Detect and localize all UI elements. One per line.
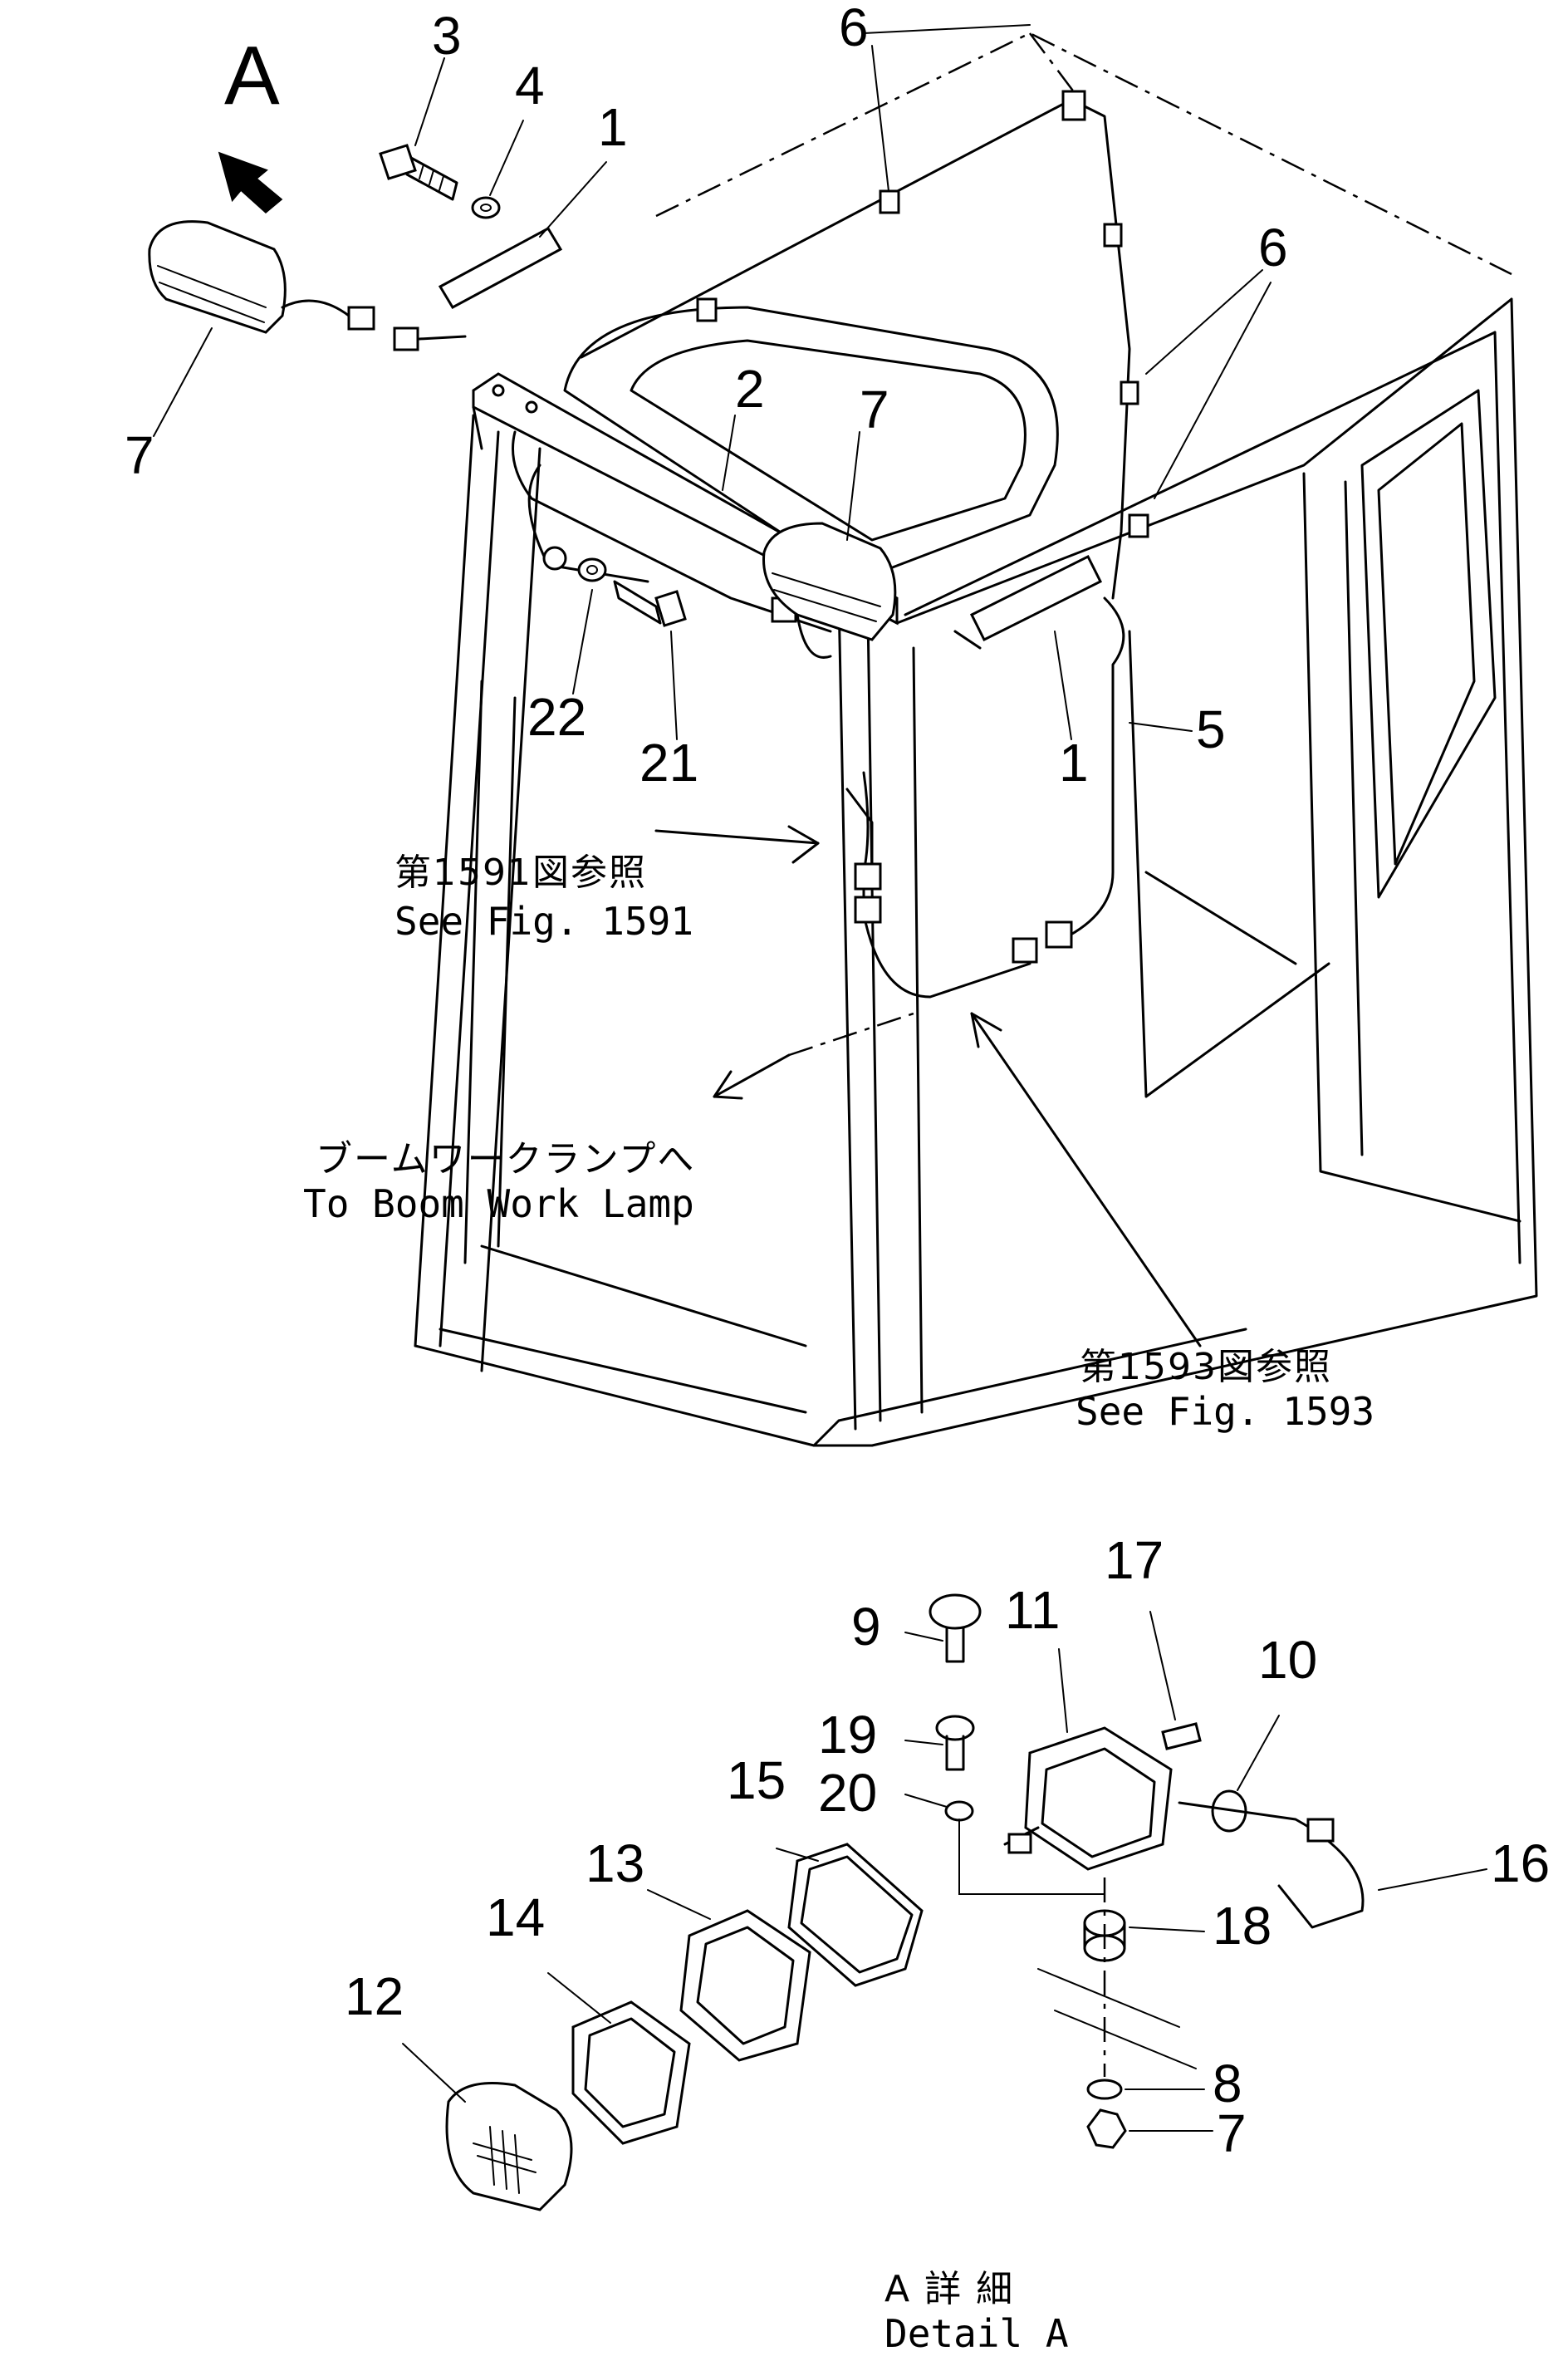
callout-1-top: 1 bbox=[598, 97, 628, 157]
note-fig1593-en: See Fig. 1593 bbox=[1076, 1389, 1374, 1434]
work-lamp-right bbox=[762, 522, 897, 659]
callout-16: 16 bbox=[1491, 1833, 1550, 1893]
callout-13: 13 bbox=[586, 1833, 644, 1893]
callout-6-top: 6 bbox=[839, 0, 869, 57]
view-arrow bbox=[218, 151, 283, 214]
mount-bracket-upper bbox=[438, 227, 563, 309]
callout-7-right: 7 bbox=[860, 380, 889, 439]
callout-15: 15 bbox=[727, 1750, 786, 1810]
callout-4: 4 bbox=[515, 56, 545, 115]
callout-11: 11 bbox=[1005, 1580, 1060, 1640]
callout-19: 19 bbox=[818, 1705, 877, 1765]
detail-a-caption-jp: A 詳 細 bbox=[884, 2268, 1014, 2310]
note-fig1591-jp: 第1591図参照 bbox=[394, 852, 647, 894]
callout-18: 18 bbox=[1213, 1896, 1272, 1956]
note-boom-jp: ブームワークランプへ bbox=[316, 1138, 695, 1180]
callout-20: 20 bbox=[818, 1763, 877, 1823]
note-fig1593-jp: 第1593図参照 bbox=[1080, 1346, 1332, 1388]
callout-5: 5 bbox=[1196, 699, 1226, 759]
leader-lines bbox=[153, 24, 1487, 2132]
detail-a-assembly bbox=[445, 1593, 1365, 2211]
callout-1-lower: 1 bbox=[1059, 733, 1089, 793]
wiring-harness bbox=[512, 90, 1149, 999]
callout-6-right: 6 bbox=[1258, 218, 1288, 277]
bolt-3 bbox=[379, 144, 458, 201]
callout-14: 14 bbox=[486, 1887, 545, 1947]
callout-labels: A 3 4 1 6 6 7 2 7 1 5 22 21 9 11 17 10 1… bbox=[125, 0, 1550, 2163]
callout-12: 12 bbox=[345, 1966, 404, 2026]
cab-frame bbox=[414, 32, 1538, 1447]
callout-7-detail: 7 bbox=[1217, 2103, 1247, 2163]
callout-9: 9 bbox=[851, 1597, 881, 1657]
callout-17: 17 bbox=[1105, 1530, 1164, 1590]
note-fig1591-en: See Fig. 1591 bbox=[394, 899, 693, 944]
callout-7-left: 7 bbox=[125, 425, 154, 485]
callout-22: 22 bbox=[527, 687, 586, 747]
mount-bracket-lower bbox=[953, 554, 1103, 650]
detail-a-marker: A bbox=[224, 29, 280, 122]
callout-8: 8 bbox=[1213, 2054, 1242, 2113]
callout-3: 3 bbox=[432, 6, 462, 66]
work-lamp-left bbox=[148, 220, 467, 351]
washer-4 bbox=[471, 196, 501, 219]
bolt-21 bbox=[613, 580, 687, 627]
washer-22 bbox=[577, 557, 607, 582]
callout-10: 10 bbox=[1258, 1630, 1317, 1690]
reference-notes: 第1591図参照 See Fig. 1591 ブームワークランプへ To Boo… bbox=[303, 852, 1374, 2356]
callout-2: 2 bbox=[735, 359, 765, 419]
callout-21: 21 bbox=[639, 733, 698, 793]
ground-terminal bbox=[542, 546, 567, 571]
detail-a-caption-en: Detail A bbox=[884, 2311, 1069, 2356]
note-boom-en: To Boom Work Lamp bbox=[303, 1181, 694, 1226]
